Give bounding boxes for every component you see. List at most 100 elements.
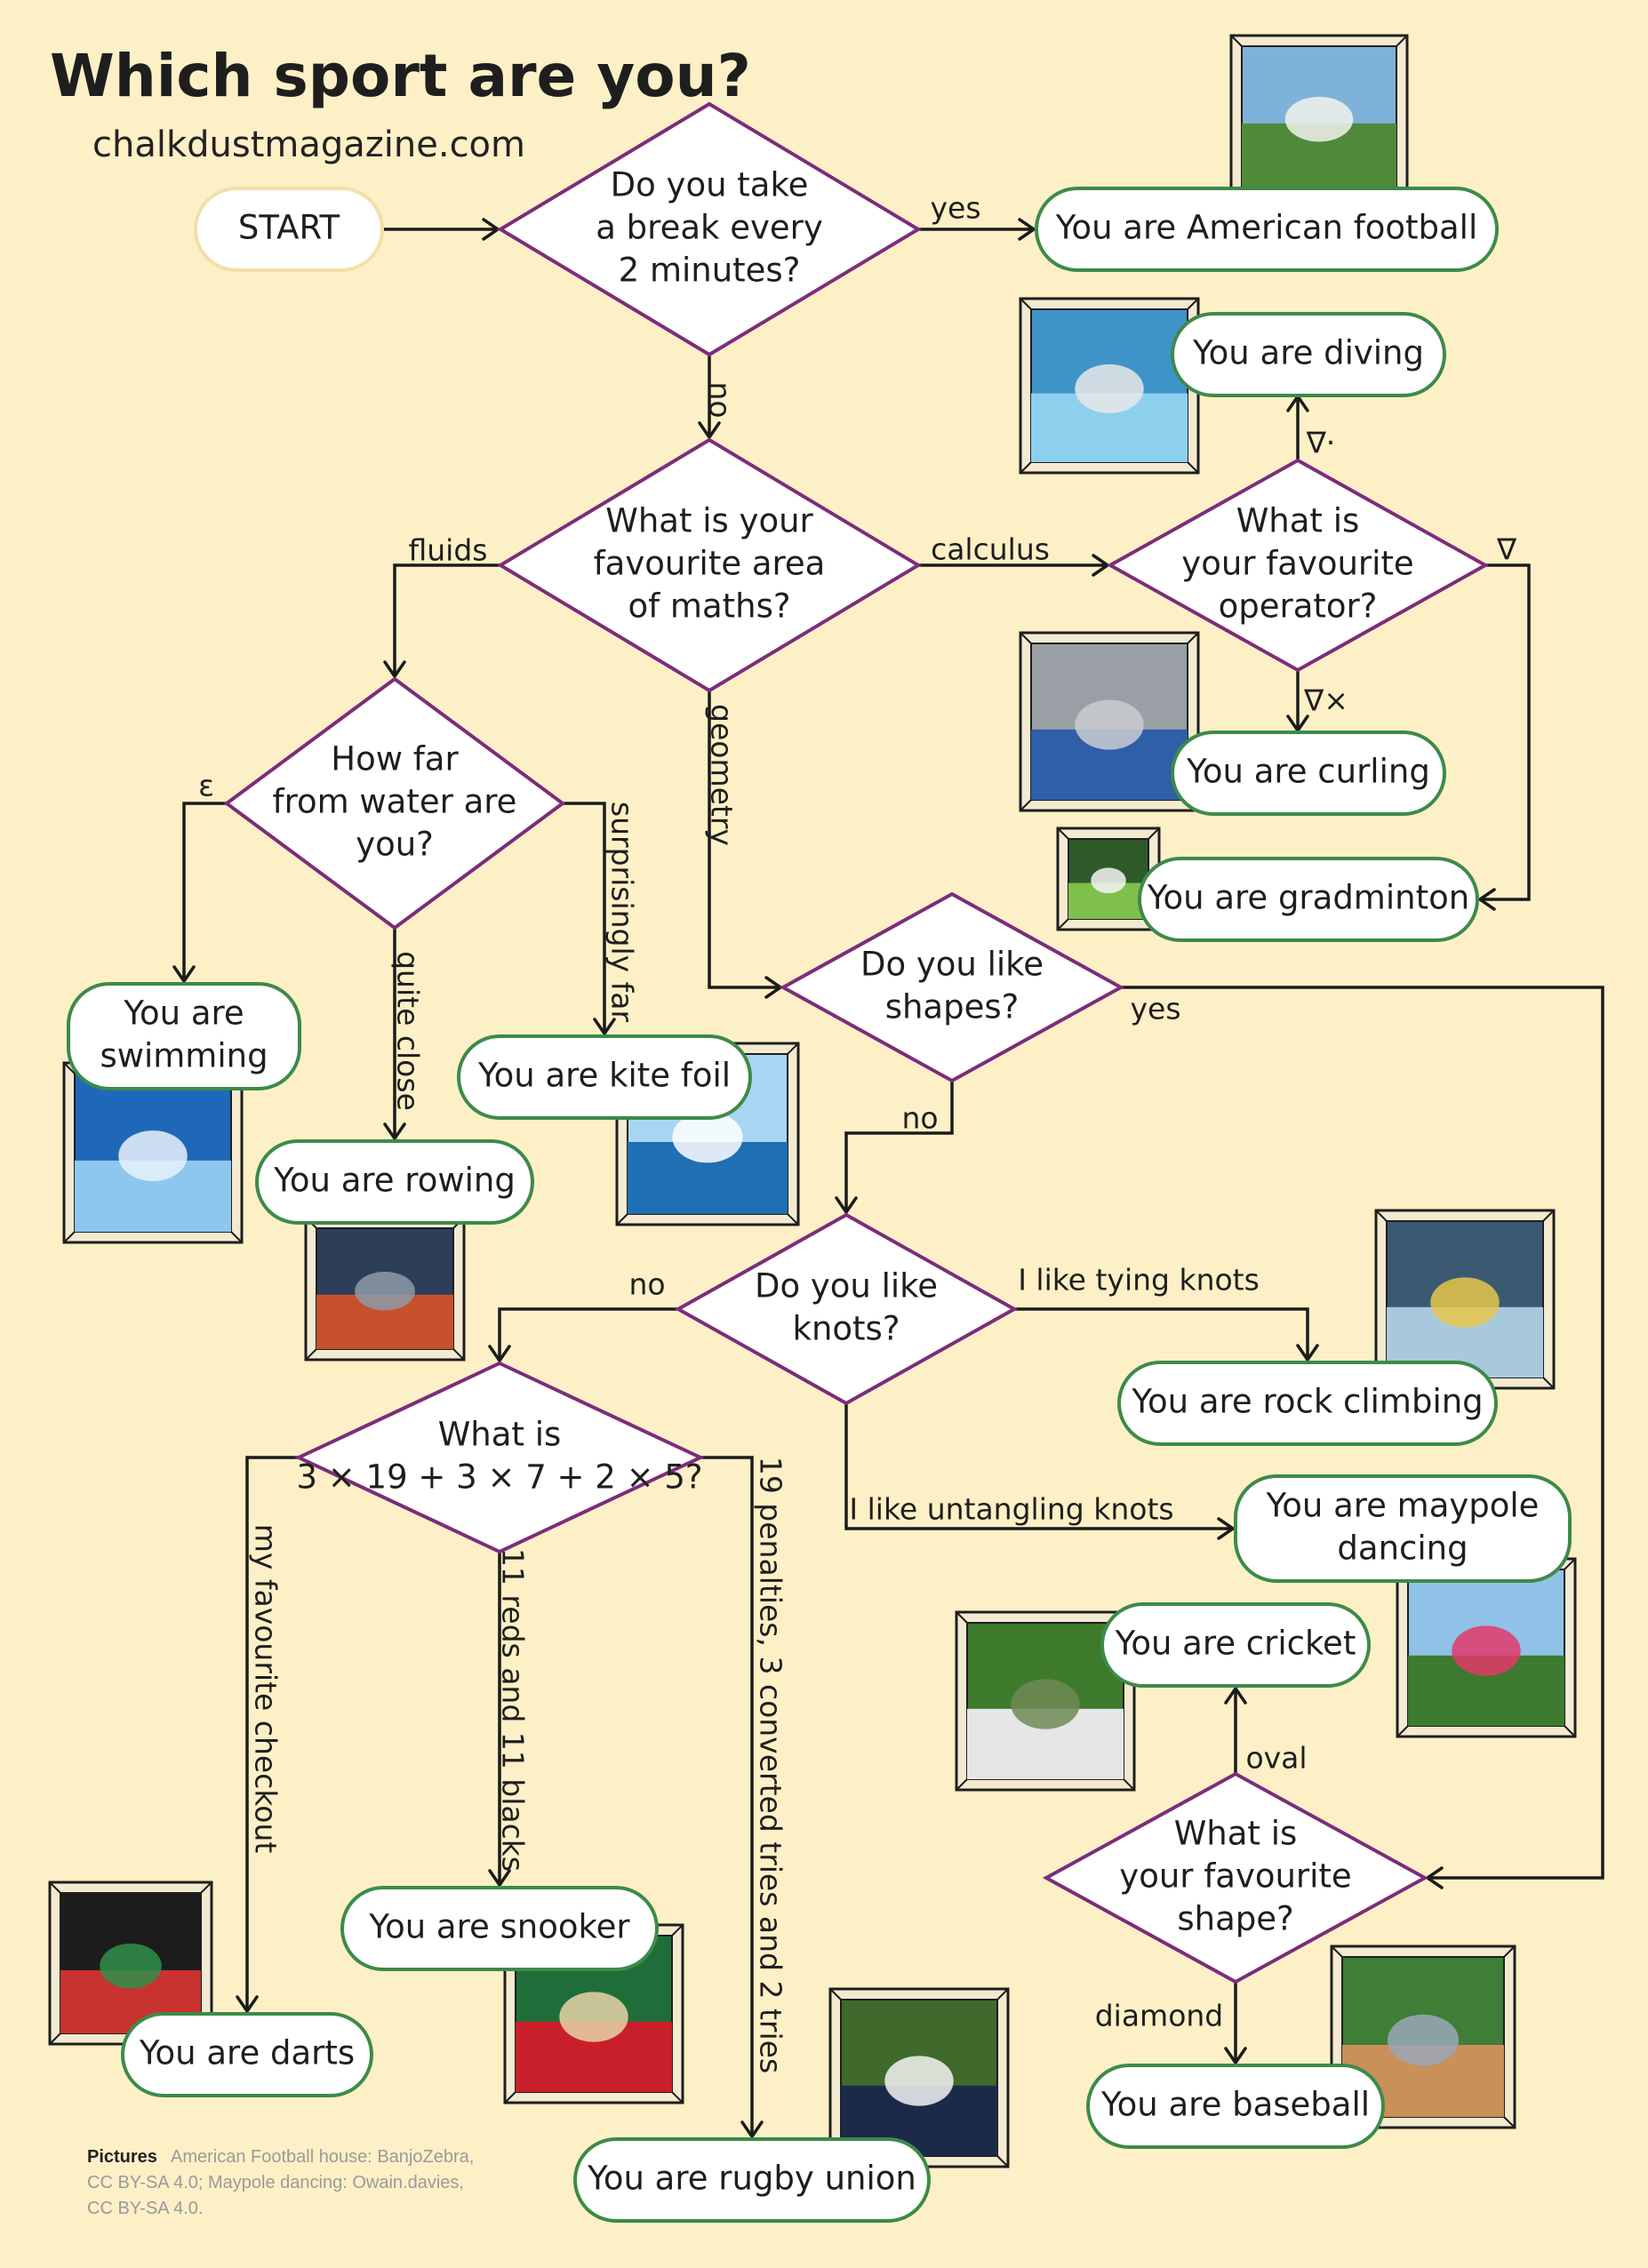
edge-q-shapes-to-q-knots-line xyxy=(844,1081,954,1212)
result-rugby: You are rugby union xyxy=(573,2137,931,2223)
result-baseball-text: You are baseball xyxy=(1100,2086,1370,2124)
edge-q-maths-to-q-shapes-line xyxy=(708,691,780,989)
edge-q-shapes-to-q-fav-shape-line xyxy=(1121,986,1604,1880)
edge-q-maths-to-q-shapes-label: geometry xyxy=(705,704,740,846)
decision-operator-text: What is xyxy=(1236,502,1360,540)
edge-q-knots-to-r-rock-climbing-line xyxy=(1014,1307,1309,1360)
result-gradminton-shape xyxy=(1138,857,1479,942)
decision-water-text: from water are xyxy=(273,783,517,821)
edge-q-water-to-r-rowing-label: quite close xyxy=(391,951,426,1111)
edge-q-knots-to-q-sum-label: no xyxy=(628,1267,665,1302)
cricket-photo xyxy=(955,1610,1136,1792)
edge-q-knots-to-r-rock-climbing xyxy=(1014,1307,1319,1362)
result-rock-climbing-text: You are rock climbing xyxy=(1131,1383,1483,1421)
decision-fav-shape-text: What is xyxy=(1174,1815,1298,1853)
decision-maths-text: of maths? xyxy=(628,587,790,626)
result-kite-foil-text: You are kite foil xyxy=(477,1057,731,1095)
start-node-text: START xyxy=(238,209,340,247)
credits-line-2: CC BY-SA 4.0; Maypole dancing: Owain.dav… xyxy=(87,2173,464,2192)
decision-water-shape xyxy=(223,676,566,930)
edge-q-maths-to-q-operator-label: calculus xyxy=(931,532,1050,567)
edge-q-sum-to-r-rugby-label: 19 penalties, 3 converted tries and 2 tr… xyxy=(754,1457,788,2073)
decision-sum: What is3 × 19 + 3 × 7 + 2 × 5? xyxy=(294,1361,705,1554)
edge-q-maths-to-q-water-arrowhead xyxy=(383,660,406,678)
edge-q-sum-to-r-rugby-line xyxy=(700,1456,754,2136)
edge-q-water-to-r-kite-foil-label: surprisingly far xyxy=(605,802,640,1023)
edge-q-water-to-r-kite-foil xyxy=(563,802,616,1035)
edge-q-sum-to-r-rugby xyxy=(700,1456,764,2138)
result-rugby-shape xyxy=(573,2137,931,2223)
result-snooker: You are snooker xyxy=(340,1886,659,1971)
decision-break-text: 2 minutes? xyxy=(619,252,801,290)
edge-q-operator-to-r-gradminton-label: ∇ xyxy=(1496,532,1517,567)
result-swimming-shape xyxy=(67,982,301,1090)
result-curling-shape xyxy=(1171,731,1446,816)
decision-water-text: How far xyxy=(331,740,459,779)
result-american-football-text: You are American football xyxy=(1055,209,1478,247)
decision-knots-text: knots? xyxy=(793,1310,900,1348)
edge-q-break-to-r-american-football-label: yes xyxy=(930,191,980,226)
result-darts: You are darts xyxy=(121,2012,373,2097)
edge-q-knots-to-q-sum-line xyxy=(498,1307,678,1361)
edge-q-knots-to-r-rock-climbing-arrowhead xyxy=(1296,1344,1319,1362)
page-title: Which sport are you? xyxy=(50,42,751,110)
edge-q-sum-to-r-darts-arrowhead xyxy=(236,1995,259,2013)
decision-operator-shape xyxy=(1106,458,1490,673)
credits-heading: Pictures xyxy=(87,2147,157,2167)
result-kite-foil-shape xyxy=(457,1034,752,1120)
decision-operator-text: operator? xyxy=(1219,587,1378,626)
edge-q-knots-to-q-sum xyxy=(488,1307,678,1362)
result-rowing: You are rowing xyxy=(255,1139,534,1225)
maypole-photo xyxy=(1396,1557,1577,1738)
result-american-football-shape xyxy=(1035,187,1499,272)
edge-q-operator-to-r-curling-label: ∇× xyxy=(1303,683,1348,718)
decision-maths-text: favourite area xyxy=(594,545,826,583)
edge-q-water-to-r-swimming-line xyxy=(182,802,227,981)
result-curling: You are curling xyxy=(1171,731,1446,816)
edge-q-fav-shape-to-r-baseball xyxy=(1224,1982,1247,2064)
decision-knots-shape xyxy=(674,1212,1019,1406)
edge-q-water-to-r-swimming-label: ε xyxy=(198,769,214,803)
result-diving-shape xyxy=(1171,312,1446,397)
rowing-boat-photo xyxy=(304,1216,466,1362)
website-label: chalkdustmagazine.com xyxy=(92,124,525,165)
edge-q-water-to-r-swimming xyxy=(172,802,227,983)
result-cricket: You are cricket xyxy=(1100,1602,1371,1688)
edge-q-fav-shape-to-r-baseball-label: diamond xyxy=(1095,1999,1224,2033)
decision-water: How far from water are you? xyxy=(223,676,566,930)
decision-maths-text: What is your xyxy=(605,502,813,540)
edge-q-water-to-r-swimming-arrowhead xyxy=(172,965,196,983)
result-snooker-text: You are snooker xyxy=(368,1908,630,1946)
edge-q-sum-to-r-darts xyxy=(236,1456,299,2013)
pictures-layer xyxy=(48,34,1577,2168)
edge-q-knots-to-r-maypole xyxy=(844,1403,1235,1540)
decision-water-text: you? xyxy=(356,826,434,864)
edge-q-operator-to-r-gradminton-arrowhead xyxy=(1478,888,1496,911)
decision-fav-shape-text: your favourite xyxy=(1119,1857,1351,1896)
decision-maths-shape xyxy=(497,437,922,693)
result-swimming-text: You are xyxy=(123,994,244,1033)
dartboard-photo xyxy=(48,1881,213,2046)
result-gradminton-text: You are gradminton xyxy=(1147,879,1469,917)
result-baseball-shape xyxy=(1086,2064,1385,2149)
result-rowing-text: You are rowing xyxy=(273,1162,516,1200)
edge-q-fav-shape-to-r-baseball-arrowhead xyxy=(1224,2047,1247,2064)
shuttlecock-photo xyxy=(1056,827,1161,931)
result-maypole-text: dancing xyxy=(1337,1529,1468,1568)
edge-q-break-to-q-maths xyxy=(698,355,721,439)
edge-q-maths-to-q-water-line xyxy=(393,563,500,676)
edge-q-knots-to-r-maypole-line xyxy=(844,1403,1233,1530)
result-kite-foil: You are kite foil xyxy=(457,1034,752,1120)
edge-q-break-to-q-maths-label: no xyxy=(703,381,738,418)
decision-knots-text: Do you like xyxy=(755,1267,938,1306)
decision-sum-text: What is xyxy=(438,1416,562,1454)
result-curling-text: You are curling xyxy=(1186,753,1430,791)
edge-q-maths-to-q-water-label: fluids xyxy=(408,533,487,568)
